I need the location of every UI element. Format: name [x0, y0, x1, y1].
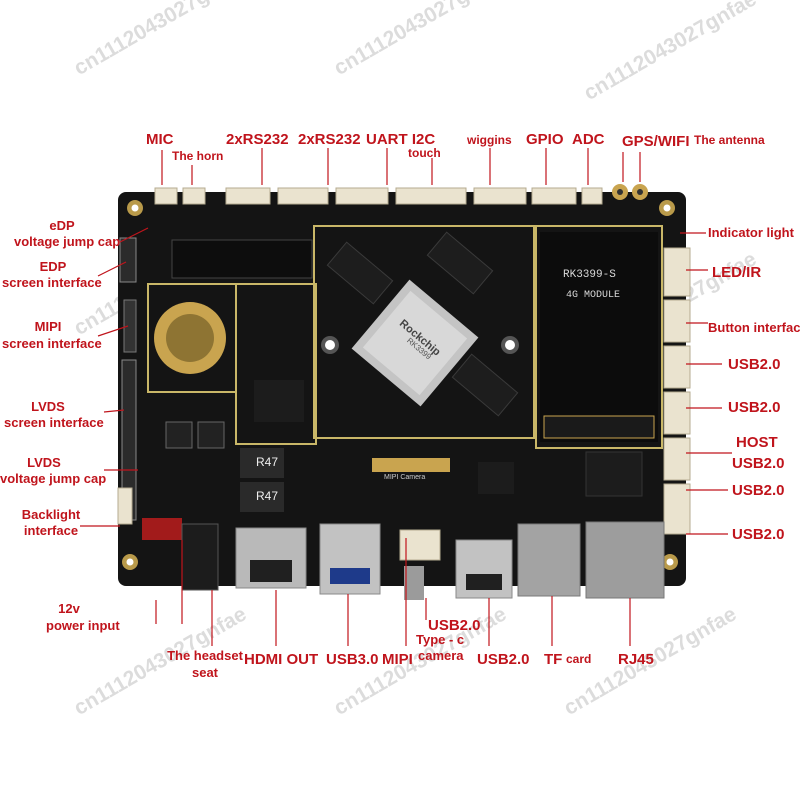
label-tf: TF	[544, 651, 563, 668]
label-gpio: GPIO	[526, 131, 564, 148]
label-horn: The horn	[172, 149, 224, 163]
label-mipi-screen-line2: screen interface	[2, 336, 102, 351]
label-mipi: MIPI	[382, 651, 413, 668]
inductor-label-b: R47	[256, 489, 279, 503]
right-connectors	[663, 247, 691, 535]
soc-chip	[351, 279, 479, 407]
label-usb20-right-1: USB2.0	[728, 356, 781, 373]
label-usb30: USB3.0	[326, 651, 379, 668]
label-usb20-right-3: USB2.0	[732, 455, 785, 472]
label-power-line1: 12v	[58, 601, 80, 616]
label-rs232-a: 2xRS232	[226, 131, 289, 148]
label-usb20-right-4: USB2.0	[732, 482, 785, 499]
label-uart-i2c: UART I2C	[366, 131, 436, 148]
label-edp-screen-line1: EDP	[39, 259, 67, 274]
label-button-interface: Button interface	[708, 320, 800, 335]
label-edp-screen-line2: screen interface	[2, 275, 102, 290]
label-rj45: RJ45	[618, 651, 654, 668]
label-mic: MIC	[146, 131, 174, 148]
module-title: RK3399-S	[563, 269, 616, 281]
leader-lines	[80, 148, 732, 646]
module-subtitle: 4G MODULE	[566, 290, 621, 301]
label-usb20-right-2: USB2.0	[728, 399, 781, 416]
label-touch: touch	[408, 146, 441, 160]
bottom-ports	[142, 518, 665, 600]
label-mipi-screen-line1: MIPI	[34, 319, 62, 334]
label-headset-line2: seat	[191, 665, 219, 680]
label-antenna: The antenna	[694, 133, 765, 147]
label-backlight-line2: interface	[23, 523, 79, 538]
components	[165, 239, 643, 512]
label-typec: Type - c	[416, 632, 465, 647]
label-camera: camera	[418, 648, 464, 663]
camera-silk: MIPI Camera	[384, 474, 426, 481]
label-edp-jump-line2: voltage jump cap	[14, 234, 121, 249]
silk-outlines	[147, 225, 663, 449]
label-lvds-jump-line1: LVDS	[27, 455, 61, 470]
inductor-label-a: R47	[256, 455, 279, 469]
label-adc: ADC	[572, 131, 605, 148]
label-lvds-jump-line2: voltage jump cap	[0, 471, 107, 486]
label-rs232-b: 2xRS232	[298, 131, 361, 148]
label-lvds-screen-line2: screen interface	[4, 415, 104, 430]
label-card: card	[566, 652, 592, 666]
label-indicator-light: Indicator light	[708, 225, 794, 240]
left-headers	[117, 237, 137, 525]
label-usb20-right-5: USB2.0	[732, 526, 785, 543]
top-connectors	[154, 187, 603, 205]
label-lvds-screen-line1: LVDS	[31, 399, 65, 414]
label-wiggins: wiggins	[467, 133, 512, 147]
label-hdmi-out: HDMI OUT	[244, 651, 319, 668]
label-backlight-line1: Backlight	[21, 507, 81, 522]
label-gps-wifi: GPS/WIFI	[622, 133, 690, 150]
label-edp-jump-line1: eDP	[49, 218, 75, 233]
label-usb20-bottom-a: USB2.0	[428, 617, 481, 634]
label-usb20-bottom-b: USB2.0	[477, 651, 530, 668]
ram-chips	[326, 231, 519, 417]
label-host: HOST	[736, 434, 778, 451]
label-power-line2: power input	[46, 618, 120, 633]
label-headset-line1: The headset	[167, 648, 243, 663]
4g-module	[540, 232, 658, 442]
antenna-sockets	[612, 184, 648, 200]
label-led-ir: LED/IR	[712, 264, 762, 281]
